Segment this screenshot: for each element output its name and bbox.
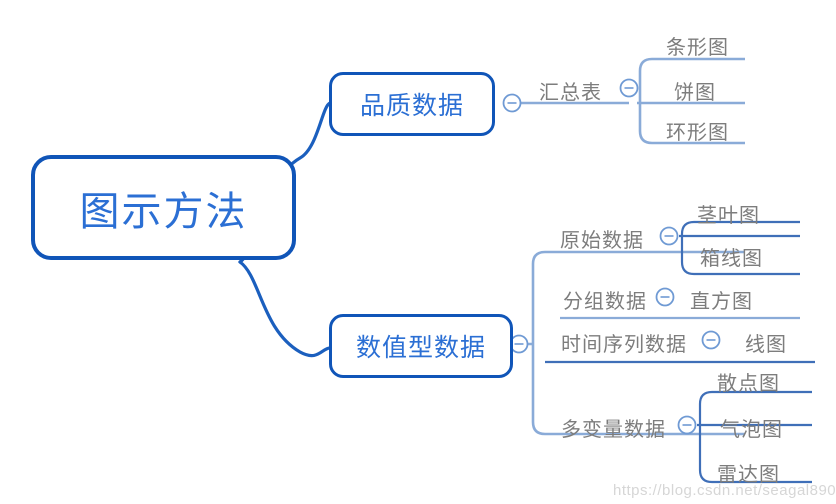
connector-root-to-quantitative — [238, 260, 332, 358]
group-label-raw-data[interactable]: 原始数据 — [560, 230, 644, 252]
leaf-node-bubble-chart[interactable]: 气泡图 — [720, 419, 783, 441]
collapse-icon-quantitative[interactable] — [509, 334, 529, 354]
leaf-node-scatter-plot[interactable]: 散点图 — [717, 373, 780, 395]
watermark: https://blog.csdn.net/seagal890 — [613, 482, 836, 499]
branch-node-qualitative-label: 品质数据 — [359, 92, 464, 120]
leaf-node-donut-chart[interactable]: 环形图 — [666, 122, 729, 144]
leaf-node-bar-chart[interactable]: 条形图 — [666, 37, 729, 59]
group-label-multivariate-data[interactable]: 多变量数据 — [561, 419, 666, 441]
root-node-label: 图示方法 — [79, 189, 248, 234]
collapse-icon-grouped-data[interactable] — [655, 287, 675, 307]
collapse-icon-raw-data[interactable] — [659, 226, 679, 246]
bracket-multivariate — [698, 390, 812, 484]
collapse-icon-multivariate[interactable] — [677, 415, 697, 435]
branch-node-qualitative[interactable]: 品质数据 — [329, 72, 495, 136]
collapse-icon-summary-table[interactable] — [619, 78, 639, 98]
bracket-raw-data — [680, 220, 800, 276]
collapse-icon-time-series[interactable] — [701, 330, 721, 350]
root-node[interactable]: 图示方法 — [31, 155, 296, 260]
group-label-summary-table[interactable]: 汇总表 — [539, 82, 602, 104]
leaf-node-box-plot[interactable]: 箱线图 — [700, 248, 763, 270]
group-label-time-series-data[interactable]: 时间序列数据 — [561, 334, 687, 356]
branch-node-quantitative[interactable]: 数值型数据 — [329, 314, 513, 378]
leaf-node-pie-chart[interactable]: 饼图 — [674, 82, 716, 104]
collapse-icon-qualitative[interactable] — [502, 93, 522, 113]
branch-node-quantitative-label: 数值型数据 — [355, 334, 486, 362]
group-label-grouped-data[interactable]: 分组数据 — [563, 291, 647, 313]
leaf-node-line-chart[interactable]: 线图 — [745, 334, 787, 356]
bracket-summary-table — [638, 57, 745, 145]
leaf-node-histogram[interactable]: 直方图 — [690, 291, 753, 313]
leaf-node-radar-chart[interactable]: 雷达图 — [717, 464, 780, 486]
leaf-node-stem-leaf-plot[interactable]: 茎叶图 — [697, 205, 760, 227]
